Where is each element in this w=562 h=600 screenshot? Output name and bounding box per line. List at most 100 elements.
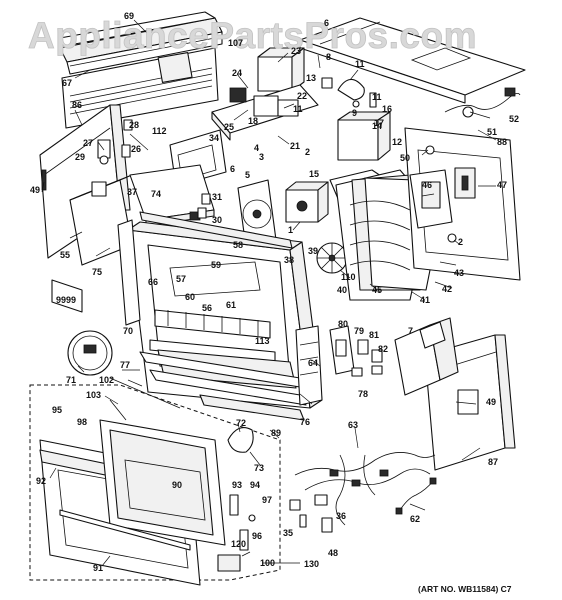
hinge-assembly [329, 325, 383, 377]
callout-7: 7 [408, 326, 413, 336]
callout-12: 12 [392, 137, 402, 147]
callout-110: 110 [341, 272, 356, 282]
callout-72: 72 [236, 418, 246, 428]
callout-22: 22 [297, 91, 307, 101]
callout-87: 87 [488, 457, 498, 467]
callout-75: 75 [92, 267, 102, 277]
callout-57: 57 [176, 274, 186, 284]
callout-67: 67 [62, 78, 72, 88]
callout-120: 120 [231, 539, 246, 549]
callout-1: 1 [288, 225, 293, 235]
callout-17: 17 [374, 118, 384, 128]
callout-43: 43 [454, 268, 464, 278]
callout-51: 51 [487, 127, 497, 137]
callout-3: 3 [259, 152, 264, 162]
callout-41: 41 [420, 295, 430, 305]
callout-36: 36 [336, 511, 346, 521]
callout-37: 37 [127, 187, 137, 197]
callout-79: 79 [354, 326, 364, 336]
switches-30-31 [189, 193, 211, 221]
callout-70: 70 [123, 326, 133, 336]
callout-11: 11 [372, 92, 382, 102]
callout-102: 102 [99, 375, 114, 385]
callout-13: 13 [306, 73, 316, 83]
callout-38: 38 [284, 255, 294, 265]
callout-63: 63 [348, 420, 358, 430]
small-parts-13-17 [321, 77, 391, 161]
callout-24: 24 [232, 68, 242, 78]
watermark-text: AppliancePartsPros.com [28, 15, 477, 56]
callout-27: 27 [83, 138, 93, 148]
callout-130: 130 [304, 559, 319, 569]
callout-50: 50 [400, 153, 410, 163]
callout-100: 100 [260, 558, 275, 568]
callout-52: 52 [509, 114, 519, 124]
power-cord [444, 87, 521, 118]
callout-69: 69 [124, 11, 134, 21]
callout-73: 73 [254, 463, 264, 473]
callout-46: 46 [422, 180, 432, 190]
bottom-trim [139, 351, 307, 421]
callout-77: 77 [120, 360, 130, 370]
motor-1 [285, 181, 329, 223]
vent-panel [59, 11, 219, 129]
callout-49: 49 [486, 397, 496, 407]
callout-47: 47 [497, 180, 507, 190]
round-clock-badge [67, 330, 113, 376]
callout-64: 64 [308, 358, 318, 368]
callout-89: 89 [271, 428, 281, 438]
callout-15: 15 [309, 169, 319, 179]
callout-23: 23 [291, 46, 301, 56]
thermostat-72 [227, 427, 254, 453]
callout-45: 45 [372, 285, 382, 295]
callout-30: 30 [212, 215, 222, 225]
callout-11b: 11 [293, 104, 303, 114]
callout-90: 90 [172, 480, 182, 490]
wire-62 [395, 477, 437, 515]
callout-26: 26 [131, 144, 141, 154]
callout-95: 95 [52, 405, 62, 415]
callout-59: 59 [211, 260, 221, 270]
callout-29: 29 [75, 152, 85, 162]
callout-2-top: 2 [305, 147, 310, 157]
callout-31: 31 [212, 192, 222, 202]
callout-94: 94 [250, 480, 260, 490]
callout-16: 16 [382, 104, 392, 114]
callout-97: 97 [262, 495, 272, 505]
callout-48: 48 [328, 548, 338, 558]
leader-lines [41, 19, 497, 567]
convection-fan-blade [316, 242, 348, 274]
callout-21: 21 [290, 141, 300, 151]
control-board-25 [211, 84, 319, 141]
callout-86: 86 [72, 100, 82, 110]
callout-6: 6 [230, 164, 235, 174]
front-frame-side [117, 211, 293, 326]
callout-112: 112 [152, 126, 167, 136]
callout-2: 2 [458, 237, 463, 247]
callout-96: 96 [252, 531, 262, 541]
door-assembly-130 [29, 377, 281, 586]
small-parts-35-48 [289, 494, 333, 533]
callout-93: 93 [232, 480, 242, 490]
callout-4: 4 [254, 143, 259, 153]
callout-61: 61 [226, 300, 236, 310]
callout-58: 58 [233, 240, 243, 250]
top-cover-panel [299, 17, 526, 104]
callout-76: 76 [300, 417, 310, 427]
right-vent-64 [295, 325, 323, 406]
callout-6-top: 6 [324, 18, 329, 28]
callout-98: 98 [77, 417, 87, 427]
callout-80: 80 [338, 319, 348, 329]
callout-74: 74 [151, 189, 161, 199]
air-duct-7 [394, 317, 459, 396]
callout-49-left: 49 [30, 185, 40, 195]
callout-92: 92 [36, 476, 46, 486]
callout-11-top: 11 [355, 59, 365, 69]
left-duct-box [69, 174, 133, 266]
callout-78: 78 [358, 389, 368, 399]
callout-88: 88 [497, 137, 507, 147]
callout-91: 91 [93, 563, 103, 573]
callout-14: 14 [372, 121, 382, 131]
info-sheet-9999 [51, 279, 83, 313]
